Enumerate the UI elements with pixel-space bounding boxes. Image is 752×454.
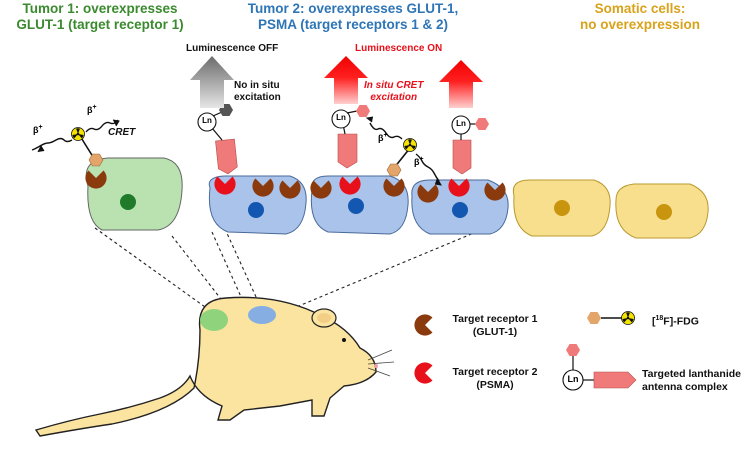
no-excitation-line2: excitation bbox=[234, 92, 281, 103]
mouse bbox=[34, 296, 395, 437]
beta-label-3: β+ bbox=[378, 132, 388, 143]
legend-fdg: [18F]-FDG bbox=[652, 312, 699, 329]
somatic-nuclei bbox=[554, 200, 672, 220]
legend-fdg-suffix: F]-FDG bbox=[663, 315, 699, 328]
legend-antenna: Targeted lanthanide antenna complex bbox=[642, 368, 741, 394]
luminescence-off-arrow bbox=[190, 56, 234, 108]
somatic-header-line2: no overexpression bbox=[579, 17, 701, 32]
ln-label-3: Ln bbox=[456, 119, 466, 128]
cret-excitation-label: In situ CRET excitation bbox=[364, 80, 423, 104]
no-excitation-line1: No in situ bbox=[234, 80, 280, 91]
legend-receptor2: Target receptor 2 (PSMA) bbox=[440, 366, 550, 392]
ln-label-1: Ln bbox=[202, 116, 212, 125]
tumor1-header-line2: GLUT-1 (target receptor 1) bbox=[16, 17, 184, 32]
beta-sup-1: + bbox=[38, 124, 43, 131]
tumor2-nuclei bbox=[248, 198, 468, 218]
luminescence-on-arrow-2 bbox=[439, 60, 483, 108]
legend-receptor1-line2: (GLUT-1) bbox=[472, 326, 518, 338]
beta-emission-arrows bbox=[31, 116, 442, 186]
cret-excitation-line2: excitation bbox=[370, 92, 418, 103]
somatic-header-line1: Somatic cells: bbox=[594, 1, 686, 16]
legend-fdg-prefix: [ bbox=[652, 315, 656, 328]
beta-symbol-2: β bbox=[87, 105, 93, 115]
beta-sup-2: + bbox=[92, 104, 97, 111]
legend-fdg-sup: 18 bbox=[655, 315, 664, 322]
tumor2-header-line1: Tumor 2: overexpresses GLUT-1, bbox=[247, 1, 459, 16]
somatic-cells bbox=[512, 179, 709, 239]
beta-label-1: β+ bbox=[33, 124, 43, 135]
cret-label: CRET bbox=[108, 127, 136, 138]
luminescence-on-arrow-1 bbox=[324, 56, 368, 104]
ln-label-2: Ln bbox=[336, 113, 346, 122]
legend-antenna-line1: Targeted lanthanide bbox=[642, 368, 741, 380]
beta-symbol-4: β bbox=[414, 157, 420, 167]
beta-symbol-1: β bbox=[33, 125, 39, 135]
legend-receptor1-line1: Target receptor 1 bbox=[452, 313, 538, 325]
antenna-complex-1 bbox=[197, 104, 238, 175]
tumor2-header: Tumor 2: overexpresses GLUT-1, PSMA (tar… bbox=[218, 1, 488, 33]
legend-receptor2-line1: Target receptor 2 bbox=[452, 366, 538, 378]
ln-label-legend: Ln bbox=[567, 374, 579, 384]
fdg-tumor1 bbox=[71, 127, 104, 167]
beta-label-2: β+ bbox=[87, 104, 97, 115]
beta-sup-4: + bbox=[419, 156, 424, 163]
beta-symbol-3: β bbox=[378, 133, 384, 143]
no-excitation-label: No in situ excitation bbox=[234, 80, 281, 104]
somatic-header: Somatic cells: no overexpression bbox=[560, 1, 720, 33]
legend-receptor2-line2: (PSMA) bbox=[476, 379, 514, 391]
antenna-complex-2 bbox=[331, 105, 370, 169]
antenna-complex-3 bbox=[451, 115, 489, 175]
tumor1-header-line1: Tumor 1: overexpresses bbox=[22, 1, 178, 16]
tumor2-header-line2: PSMA (target receptors 1 & 2) bbox=[257, 17, 449, 32]
fdg-tumor2 bbox=[386, 138, 417, 177]
legend-receptor1: Target receptor 1 (GLUT-1) bbox=[440, 313, 550, 339]
cret-excitation-line1: In situ CRET bbox=[364, 80, 424, 91]
legend-antenna-line2: antenna complex bbox=[642, 381, 728, 393]
tumor1-cell bbox=[85, 157, 183, 231]
legend-icons bbox=[414, 311, 637, 391]
beta-label-4: β+ bbox=[414, 156, 424, 167]
beta-sup-3: + bbox=[383, 132, 388, 139]
luminescence-off-label: Luminescence OFF bbox=[186, 43, 279, 54]
luminescence-on-label: Luminescence ON bbox=[355, 43, 443, 54]
tumor1-header: Tumor 1: overexpresses GLUT-1 (target re… bbox=[0, 1, 200, 33]
